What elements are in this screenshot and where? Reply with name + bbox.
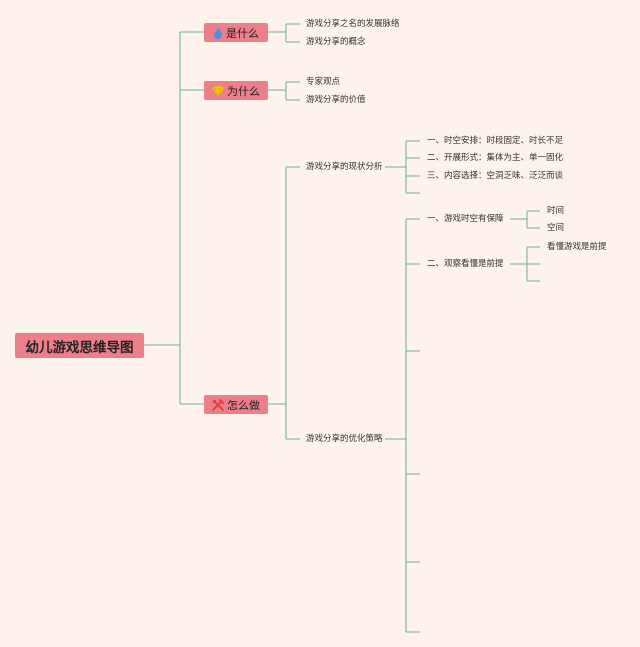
status-item-3[interactable]: 三、内容选择：空洞乏味、泛泛而谈 (427, 171, 564, 181)
branch-why[interactable]: 为什么 (204, 81, 268, 100)
root-node-label: 幼儿游戏思维导图 (25, 339, 134, 356)
strategy-space[interactable]: 空间 (547, 223, 565, 233)
strategy-understand-play[interactable]: 看懂游戏是前提 (547, 242, 607, 252)
strategy-item-2[interactable]: 二、观察看懂是前提 (427, 259, 504, 269)
root-node[interactable]: 幼儿游戏思维导图 (15, 333, 144, 358)
diamond-icon (212, 85, 224, 96)
branch-what[interactable]: 是什么 (204, 23, 268, 42)
topic-why-value[interactable]: 游戏分享的价值 (306, 95, 366, 105)
status-item-1[interactable]: 一、时空安排：时段固定、时长不足 (427, 136, 564, 146)
status-item-2[interactable]: 二、开展形式：集体为主、单一固化 (427, 153, 564, 163)
topic-what-history[interactable]: 游戏分享之名的发展脉络 (306, 19, 400, 29)
topic-how-strategy[interactable]: 游戏分享的优化策略 (306, 434, 383, 444)
branch-what-label: 是什么 (226, 26, 259, 40)
tools-icon (212, 398, 224, 411)
branch-how[interactable]: 怎么做 (204, 395, 268, 414)
strategy-item-1[interactable]: 一、游戏时空有保障 (427, 214, 504, 224)
branch-how-label: 怎么做 (227, 398, 260, 412)
topic-what-concept[interactable]: 游戏分享的概念 (306, 37, 366, 47)
topic-how-status[interactable]: 游戏分享的现状分析 (306, 162, 383, 172)
branch-why-label: 为什么 (227, 84, 260, 98)
flame-icon (213, 26, 223, 39)
topic-why-experts[interactable]: 专家观点 (306, 77, 341, 87)
strategy-time[interactable]: 时间 (547, 206, 565, 216)
